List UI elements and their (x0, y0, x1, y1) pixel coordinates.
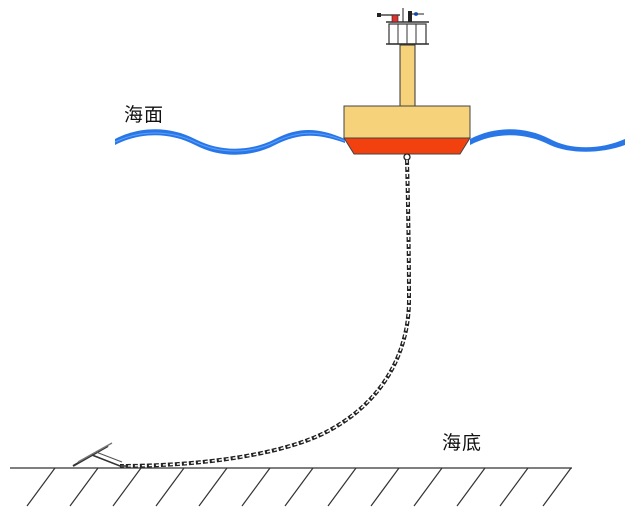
mooring-chain (119, 159, 412, 468)
seabed (10, 467, 572, 507)
seabed-label: 海底 (442, 432, 483, 454)
wind-vane-icon (377, 8, 424, 23)
wave-right (470, 129, 625, 152)
buoy-mast (399, 44, 416, 108)
sea-waves (114, 129, 625, 155)
wave-left (115, 129, 345, 155)
buoy-bottom (343, 137, 471, 155)
buoy-icon (343, 8, 471, 161)
chain-icon (119, 159, 412, 468)
anchor-icon (72, 442, 128, 467)
sea-surface-label: 海面 (124, 104, 165, 126)
buoy-body (343, 105, 471, 139)
